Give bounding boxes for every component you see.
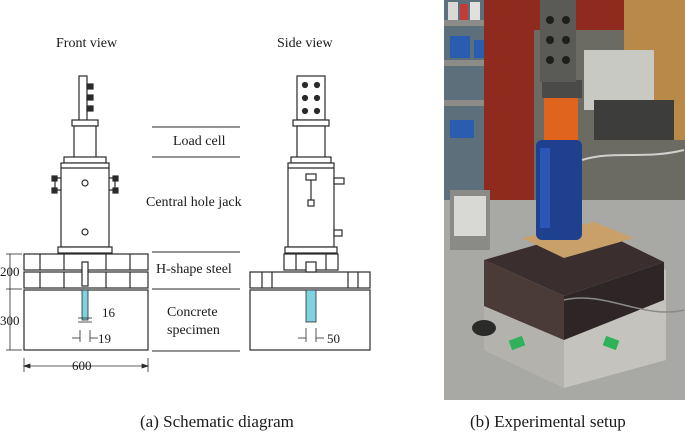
dim-200: 200 xyxy=(0,264,20,279)
label-leader-lines xyxy=(152,126,240,352)
dim-50: 50 xyxy=(327,331,340,346)
dimension-lines xyxy=(6,253,324,372)
caption-experimental-setup: (b) Experimental setup xyxy=(470,412,626,431)
front-view-title: Front view xyxy=(56,36,118,51)
front-view-drawing xyxy=(23,75,149,351)
label-h-shape-steel: H-shape steel xyxy=(156,262,232,277)
label-concrete-line1: Concrete xyxy=(167,305,218,320)
dim-16: 16 xyxy=(102,305,115,320)
side-view-title: Side view xyxy=(277,36,333,51)
label-concrete-line2: specimen xyxy=(167,323,220,338)
dim-300: 300 xyxy=(0,313,20,328)
caption-schematic-diagram: (a) Schematic diagram xyxy=(140,412,294,431)
schematic-diagram xyxy=(6,75,371,372)
experimental-setup-photo xyxy=(444,0,685,400)
label-central-hole-jack: Central hole jack xyxy=(146,195,242,210)
anchor-rod-front xyxy=(81,289,89,321)
anchor-rod-side xyxy=(305,289,317,323)
dim-19: 19 xyxy=(98,331,111,346)
label-load-cell: Load cell xyxy=(173,134,226,149)
dim-600: 600 xyxy=(72,358,92,373)
